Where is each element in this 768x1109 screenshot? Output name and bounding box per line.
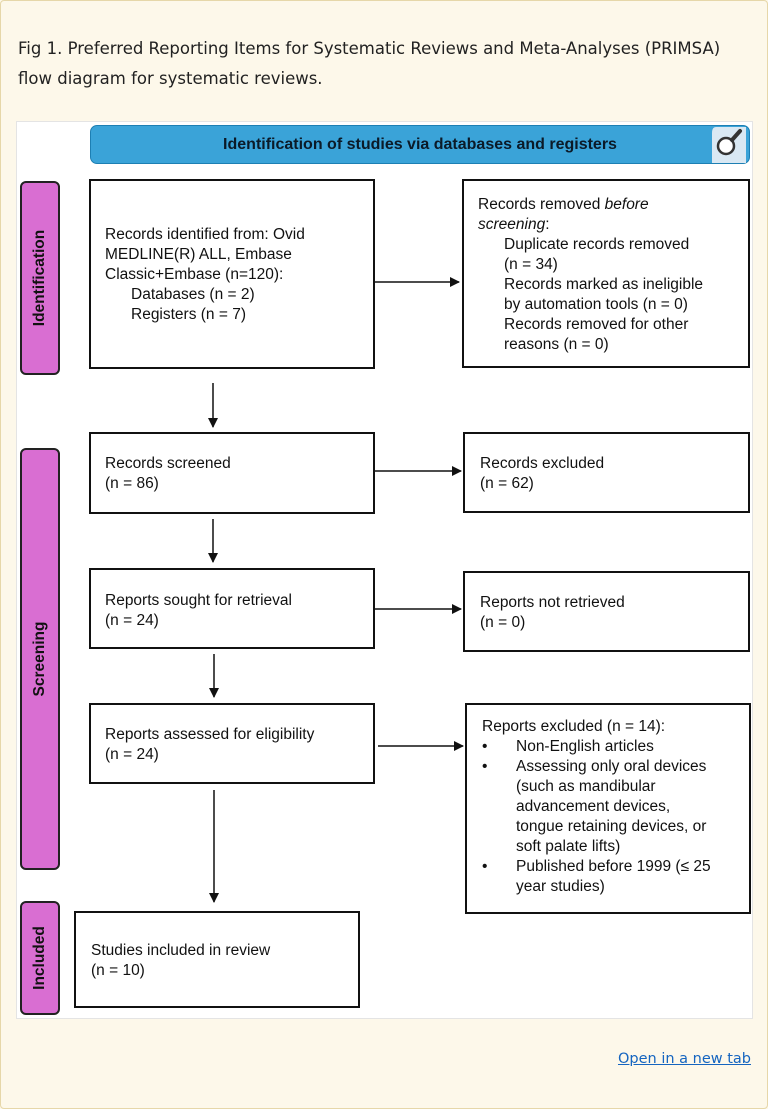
exclusion-reasons-list: Non-English articles Assessing only oral… — [482, 737, 749, 897]
open-in-new-tab-link[interactable]: Open in a new tab — [617, 1051, 751, 1067]
figure-caption: Fig 1. Preferred Reporting Items for Sys… — [18, 39, 721, 88]
records-excluded-box: Records excluded (n = 62) — [463, 432, 750, 513]
records-screened-box: Records screened (n = 86) — [89, 432, 375, 514]
phase-identification: Identification — [20, 181, 60, 375]
list-item: Non-English articles — [482, 737, 749, 757]
reports-assessed-box: Reports assessed for eligibility (n = 24… — [89, 703, 375, 784]
reports-excluded-box: Reports excluded (n = 14): Non-English a… — [465, 703, 751, 914]
reports-not-retrieved-box: Reports not retrieved (n = 0) — [463, 571, 750, 652]
phase-included: Included — [20, 901, 60, 1015]
phase-screening: Screening — [20, 448, 60, 870]
banner-title: Identification of studies via databases … — [223, 135, 617, 153]
records-removed-box: Records removed before screening: Duplic… — [462, 179, 750, 368]
list-item: Assessing only oral devices (such as man… — [482, 757, 749, 857]
identification-banner: Identification of studies via databases … — [90, 125, 750, 164]
studies-included-box: Studies included in review (n = 10) — [74, 911, 360, 1008]
prisma-flow-diagram: Identification of studies via databases … — [16, 121, 753, 1019]
list-item: Published before 1999 (≤ 25 year studies… — [482, 857, 749, 897]
flow-arrows — [208, 277, 464, 903]
records-identified-box: Records identified from: Ovid MEDLINE(R)… — [89, 179, 375, 369]
reports-sought-box: Reports sought for retrieval (n = 24) — [89, 568, 375, 649]
magnifier-icon — [712, 127, 746, 163]
